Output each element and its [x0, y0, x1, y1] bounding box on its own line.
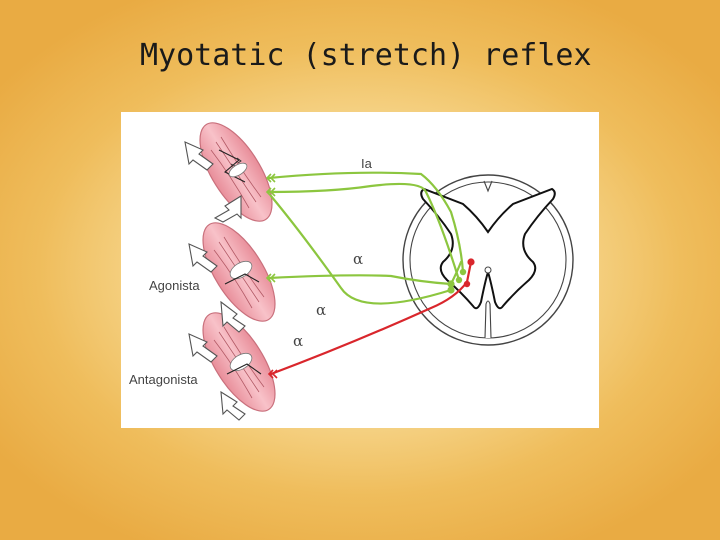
synapse-green-1	[459, 268, 467, 276]
slide-title: Myotatic (stretch) reflex	[140, 38, 592, 73]
arrow-top-lower	[213, 195, 242, 223]
label-ia: Ia	[361, 156, 373, 171]
label-alpha-upper: α	[353, 250, 363, 268]
label-antagonist: Antagonista	[129, 372, 198, 387]
alpha-motor-fiber-antagonist	[269, 260, 473, 376]
label-alpha-lower: α	[293, 332, 303, 350]
label-alpha-middle: α	[316, 301, 326, 319]
ending-top-upper	[265, 173, 276, 183]
dorsal-septum	[483, 180, 493, 193]
arrow-bottom-upper	[188, 333, 218, 363]
ending-bottom	[267, 369, 278, 379]
arrow-bottom-lower	[220, 390, 246, 421]
arrow-middle-upper	[188, 243, 218, 273]
ventral-fissure	[484, 300, 492, 339]
label-agonist: Agonista	[149, 278, 200, 293]
reflex-diagram-svg: Ia α α α Agonista Antagonista	[129, 122, 574, 421]
synapse-red-1	[467, 258, 475, 266]
ia-afferent-fiber-lower	[267, 182, 461, 282]
synapses	[447, 258, 475, 294]
spinal-cord	[402, 174, 574, 346]
synapse-green-4	[447, 286, 455, 294]
central-canal	[484, 266, 492, 274]
ia-afferent-fiber-upper	[267, 171, 465, 274]
alpha-collateral-fiber	[269, 194, 453, 305]
stretch-arrows	[184, 141, 246, 421]
muscle-bottom	[202, 312, 276, 412]
arrow-top-upper	[184, 141, 214, 171]
synapse-green-3	[447, 280, 455, 288]
ending-top-lower	[265, 187, 276, 197]
arrow-middle-lower	[220, 300, 246, 333]
nerve-endings	[265, 173, 278, 379]
ending-middle	[265, 273, 276, 283]
muscle-top	[199, 122, 273, 222]
synapse-red-2	[463, 280, 471, 288]
synapse-green-2	[455, 276, 463, 284]
reflex-diagram: Ia α α α Agonista Antagonista	[121, 112, 599, 428]
muscle-middle	[202, 222, 276, 322]
nerve-fibers	[267, 171, 473, 376]
alpha-motor-fiber-agonist	[267, 274, 453, 286]
